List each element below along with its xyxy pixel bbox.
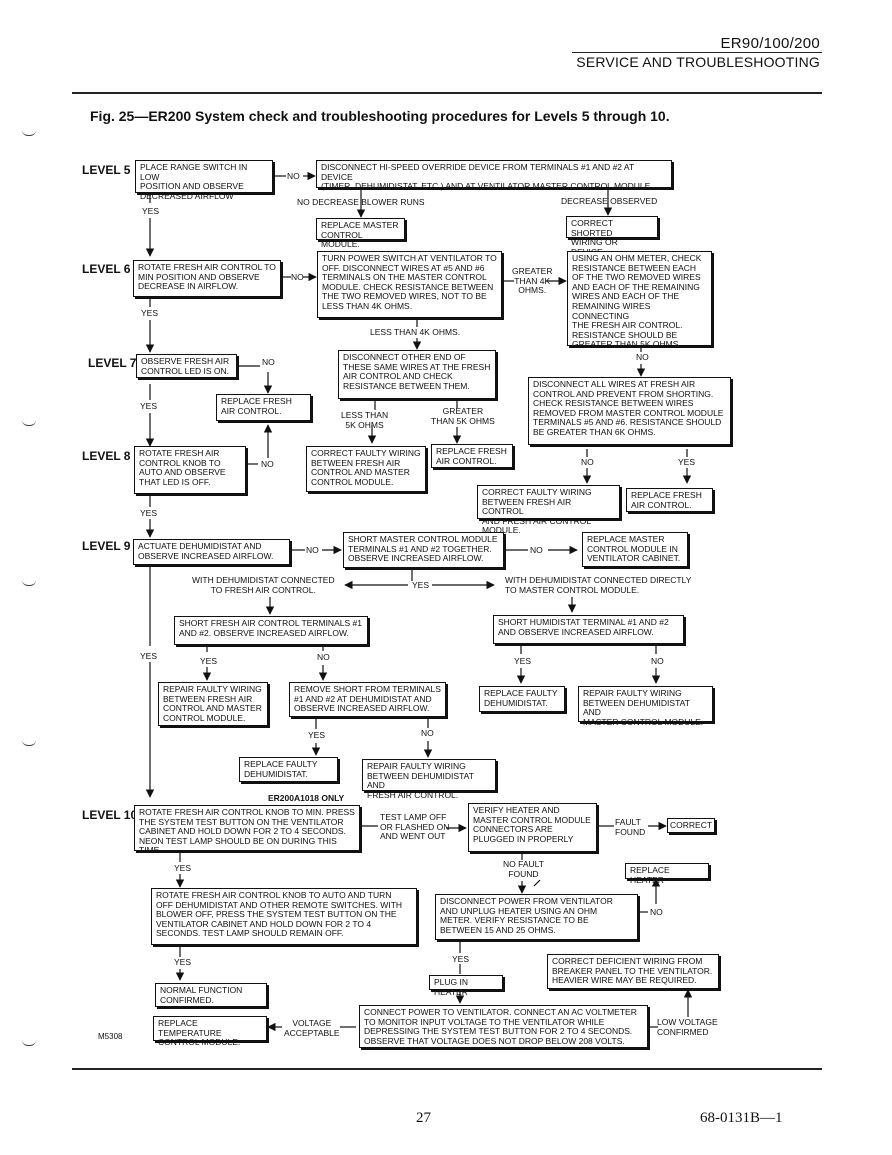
- replace-faulty-dehumidistat-box: REPLACE FAULTY DEHUMIDISTAT.: [479, 686, 565, 712]
- less-than-5k-label: LESS THAN 5K OHMS: [341, 410, 389, 430]
- replace-fresh-air-control-box-2: REPLACE FRESH AIR CONTROL.: [431, 444, 513, 468]
- no-label: NO: [650, 907, 663, 917]
- level-6-label: LEVEL 6: [82, 262, 131, 276]
- plug-in-heater-box: PLUG IN HEATER: [429, 975, 503, 996]
- no-label: NO: [291, 272, 304, 282]
- no-decrease-label: NO DECREASE BLOWER RUNS: [297, 197, 425, 207]
- binder-mark: [22, 420, 36, 426]
- no-label: NO: [262, 357, 275, 367]
- yes-label: YES: [140, 508, 158, 518]
- figure-title: Fig. 25—ER200 System check and troublesh…: [90, 108, 670, 124]
- binder-mark: [22, 580, 36, 586]
- with-dehumidistat-master-label: WITH DEHUMIDISTAT CONNECTED DIRECTLY TO …: [505, 575, 692, 595]
- no-label: NO: [317, 652, 330, 662]
- disconnect-all-wires-box: DISCONNECT ALL WIRES AT FRESH AIR CONTRO…: [528, 377, 731, 445]
- no-label: NO: [261, 459, 274, 469]
- yes-label: YES: [142, 206, 160, 216]
- rotate-knob-auto-test-box: ROTATE FRESH AIR CONTROL KNOB TO AUTO AN…: [151, 888, 417, 945]
- place-range-switch-box: PLACE RANGE SWITCH IN LOW POSITION AND O…: [135, 160, 273, 201]
- remove-short-terminals-box: REMOVE SHORT FROM TERMINALS #1 AND #2 AT…: [289, 682, 446, 717]
- bottom-rule: [72, 1068, 822, 1070]
- disconnect-override-box: DISCONNECT HI-SPEED OVERRIDE DEVICE FROM…: [316, 160, 672, 191]
- no-fault-found-label: NO FAULT FOUND: [503, 859, 544, 879]
- verify-heater-connectors-box: VERIFY HEATER AND MASTER CONTROL MODULE …: [468, 803, 597, 852]
- yes-label: YES: [412, 580, 430, 590]
- header-rule: [572, 52, 822, 53]
- yes-label: YES: [141, 308, 159, 318]
- no-label: NO: [581, 457, 594, 467]
- yes-label: YES: [308, 730, 326, 740]
- with-dehumidistat-fresh-label: WITH DEHUMIDISTAT CONNECTED TO FRESH AIR…: [192, 575, 335, 595]
- observe-led-on-box: OBSERVE FRESH AIR CONTROL LED IS ON.: [136, 354, 237, 378]
- actuate-dehumidistat-box: ACTUATE DEHUMIDISTAT AND OBSERVE INCREAS…: [133, 539, 290, 565]
- connect-power-voltmeter-box: CONNECT POWER TO VENTILATOR. CONNECT AN …: [359, 1005, 648, 1048]
- page-number: 27: [416, 1110, 431, 1126]
- disconnect-other-end-box: DISCONNECT OTHER END OF THESE SAME WIRES…: [338, 350, 496, 399]
- yes-label: YES: [140, 401, 158, 411]
- test-lamp-off-label: TEST LAMP OFF OR FLASHED ON AND WENT OUT: [380, 812, 450, 842]
- fault-found-label: FAULT FOUND: [615, 817, 646, 837]
- replace-master-control-box: REPLACE MASTER CONTROL MODULE.: [316, 218, 405, 249]
- turn-power-switch-box: TURN POWER SWITCH AT VENTILATOR TO OFF. …: [317, 251, 502, 318]
- correct-shorted-wiring-box: CORRECT SHORTED WIRING OR DEVICE.: [566, 216, 658, 257]
- greater-than-4k-label: GREATER THAN 4K OHMS.: [512, 266, 553, 296]
- low-voltage-confirmed-label: LOW VOLTAGE CONFIRMED: [657, 1017, 718, 1037]
- decrease-observed-label: DECREASE OBSERVED: [561, 196, 658, 206]
- yes-label: YES: [452, 954, 470, 964]
- rotate-knob-auto-box: ROTATE FRESH AIR CONTROL KNOB TO AUTO AN…: [134, 446, 246, 494]
- repair-wiring-dehumidistat-master-box: REPAIR FAULTY WIRING BETWEEN DEHUMIDISTA…: [578, 686, 713, 727]
- yes-label: YES: [174, 863, 192, 873]
- replace-fresh-air-control-box: REPLACE FRESH AIR CONTROL.: [216, 394, 311, 421]
- short-fresh-air-terminals-box: SHORT FRESH AIR CONTROL TERMINALS #1 AND…: [174, 616, 368, 645]
- level-8-label: LEVEL 8: [82, 449, 131, 463]
- short-humidistat-terminals-box: SHORT HUMIDISTAT TERMINAL #1 AND #2 AND …: [493, 615, 684, 644]
- yes-label: YES: [200, 656, 218, 666]
- ohm-meter-check-box: USING AN OHM METER, CHECK RESISTANCE BET…: [567, 251, 712, 349]
- er200a1018-only-label: ER200A1018 ONLY: [268, 793, 345, 803]
- replace-fresh-air-control-box-3: REPLACE FRESH AIR CONTROL.: [626, 488, 713, 512]
- replace-faulty-dehumidistat-box-2: REPLACE FAULTY DEHUMIDISTAT.: [239, 757, 338, 782]
- figure-code: M5308: [98, 1032, 123, 1041]
- document-id: 68-0131B—1: [700, 1110, 783, 1126]
- rotate-fresh-air-min-box: ROTATE FRESH AIR CONTROL TO MIN POSITION…: [133, 260, 281, 297]
- no-label: NO: [530, 545, 543, 555]
- no-label: NO: [306, 545, 319, 555]
- replace-master-module-cabinet-box: REPLACE MASTER CONTROL MODULE IN VENTILA…: [582, 532, 688, 567]
- level-7-label: LEVEL 7: [88, 356, 137, 370]
- no-label: NO: [287, 171, 300, 181]
- correct-faulty-wiring-box: CORRECT FAULTY WIRING BETWEEN FRESH AIR …: [306, 446, 426, 492]
- replace-temperature-control-box: REPLACE TEMPERATURE CONTROL MODULE.: [153, 1016, 267, 1047]
- repair-faulty-wiring-box: REPAIR FAULTY WIRING BETWEEN FRESH AIR C…: [158, 682, 268, 726]
- voltage-acceptable-label: VOLTAGE ACCEPTABLE: [284, 1018, 340, 1038]
- no-label: NO: [651, 656, 664, 666]
- binder-mark: [22, 1040, 36, 1046]
- top-rule: [72, 92, 822, 94]
- header-section: SERVICE AND TROUBLESHOOTING: [576, 54, 820, 70]
- correct-deficient-wiring-box: CORRECT DEFICIENT WIRING FROM BREAKER PA…: [547, 954, 719, 989]
- replace-heater-box: REPLACE HEATER: [625, 863, 709, 884]
- no-label: NO: [421, 728, 434, 738]
- header-model: ER90/100/200: [720, 35, 820, 52]
- yes-label: YES: [514, 656, 532, 666]
- repair-wiring-dehumidistat-fresh-box: REPAIR FAULTY WIRING BETWEEN DEHUMIDISTA…: [362, 759, 496, 800]
- level-5-label: LEVEL 5: [82, 163, 131, 177]
- greater-than-5k-label: GREATER THAN 5K OHMS: [431, 406, 495, 426]
- yes-label: YES: [140, 651, 158, 661]
- rotate-knob-min-test-box: ROTATE FRESH AIR CONTROL KNOB TO MIN. PR…: [134, 805, 360, 855]
- binder-mark: [22, 130, 36, 136]
- level-10-label: LEVEL 10: [82, 808, 138, 822]
- correct-box: CORRECT: [667, 818, 715, 833]
- yes-label: YES: [678, 457, 696, 467]
- no-label: NO: [636, 352, 649, 362]
- yes-label: YES: [174, 957, 192, 967]
- short-master-terminals-box: SHORT MASTER CONTROL MODULE TERMINALS #1…: [343, 532, 504, 568]
- less-than-4k-label: LESS THAN 4K OHMS.: [370, 327, 461, 337]
- disconnect-power-unplug-heater-box: DISCONNECT POWER FROM VENTILATOR AND UNP…: [435, 894, 638, 940]
- binder-mark: [22, 740, 36, 746]
- correct-faulty-wiring-box-2: CORRECT FAULTY WIRING BETWEEN FRESH AIR …: [477, 485, 620, 535]
- level-9-label: LEVEL 9: [82, 539, 131, 553]
- normal-function-confirmed-box: NORMAL FUNCTION CONFIRMED.: [155, 983, 267, 1007]
